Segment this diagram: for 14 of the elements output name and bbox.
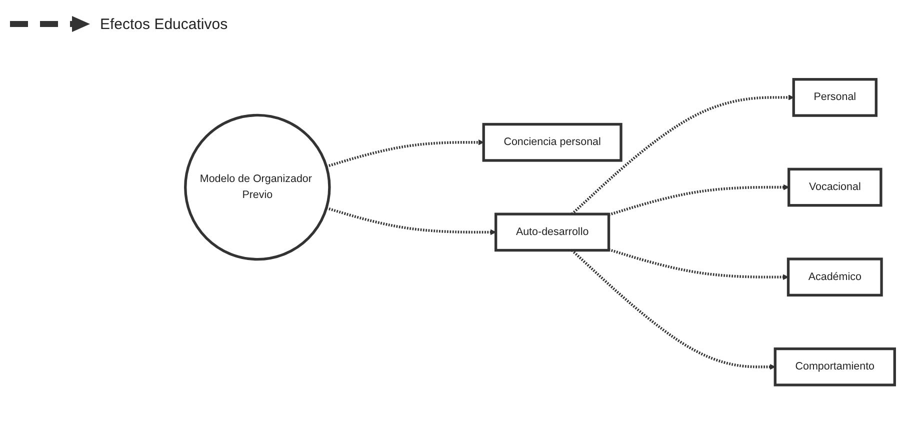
node-box: Auto-desarrollo [494,213,610,252]
node-box: Conciencia personal [482,123,622,162]
arrow [570,250,776,370]
arrow [608,184,790,216]
arrow [570,94,794,216]
arrow [326,140,484,168]
node-box: Académico [786,258,883,297]
node-box: Comportamiento [774,348,896,387]
node-circle: Modelo de Organizador Previo [184,114,331,261]
arrow [608,248,789,280]
node-box: Personal [792,78,878,118]
node-box: Vocacional [788,168,882,208]
legend-text: Efectos Educativos [100,16,228,32]
arrow [326,207,496,236]
